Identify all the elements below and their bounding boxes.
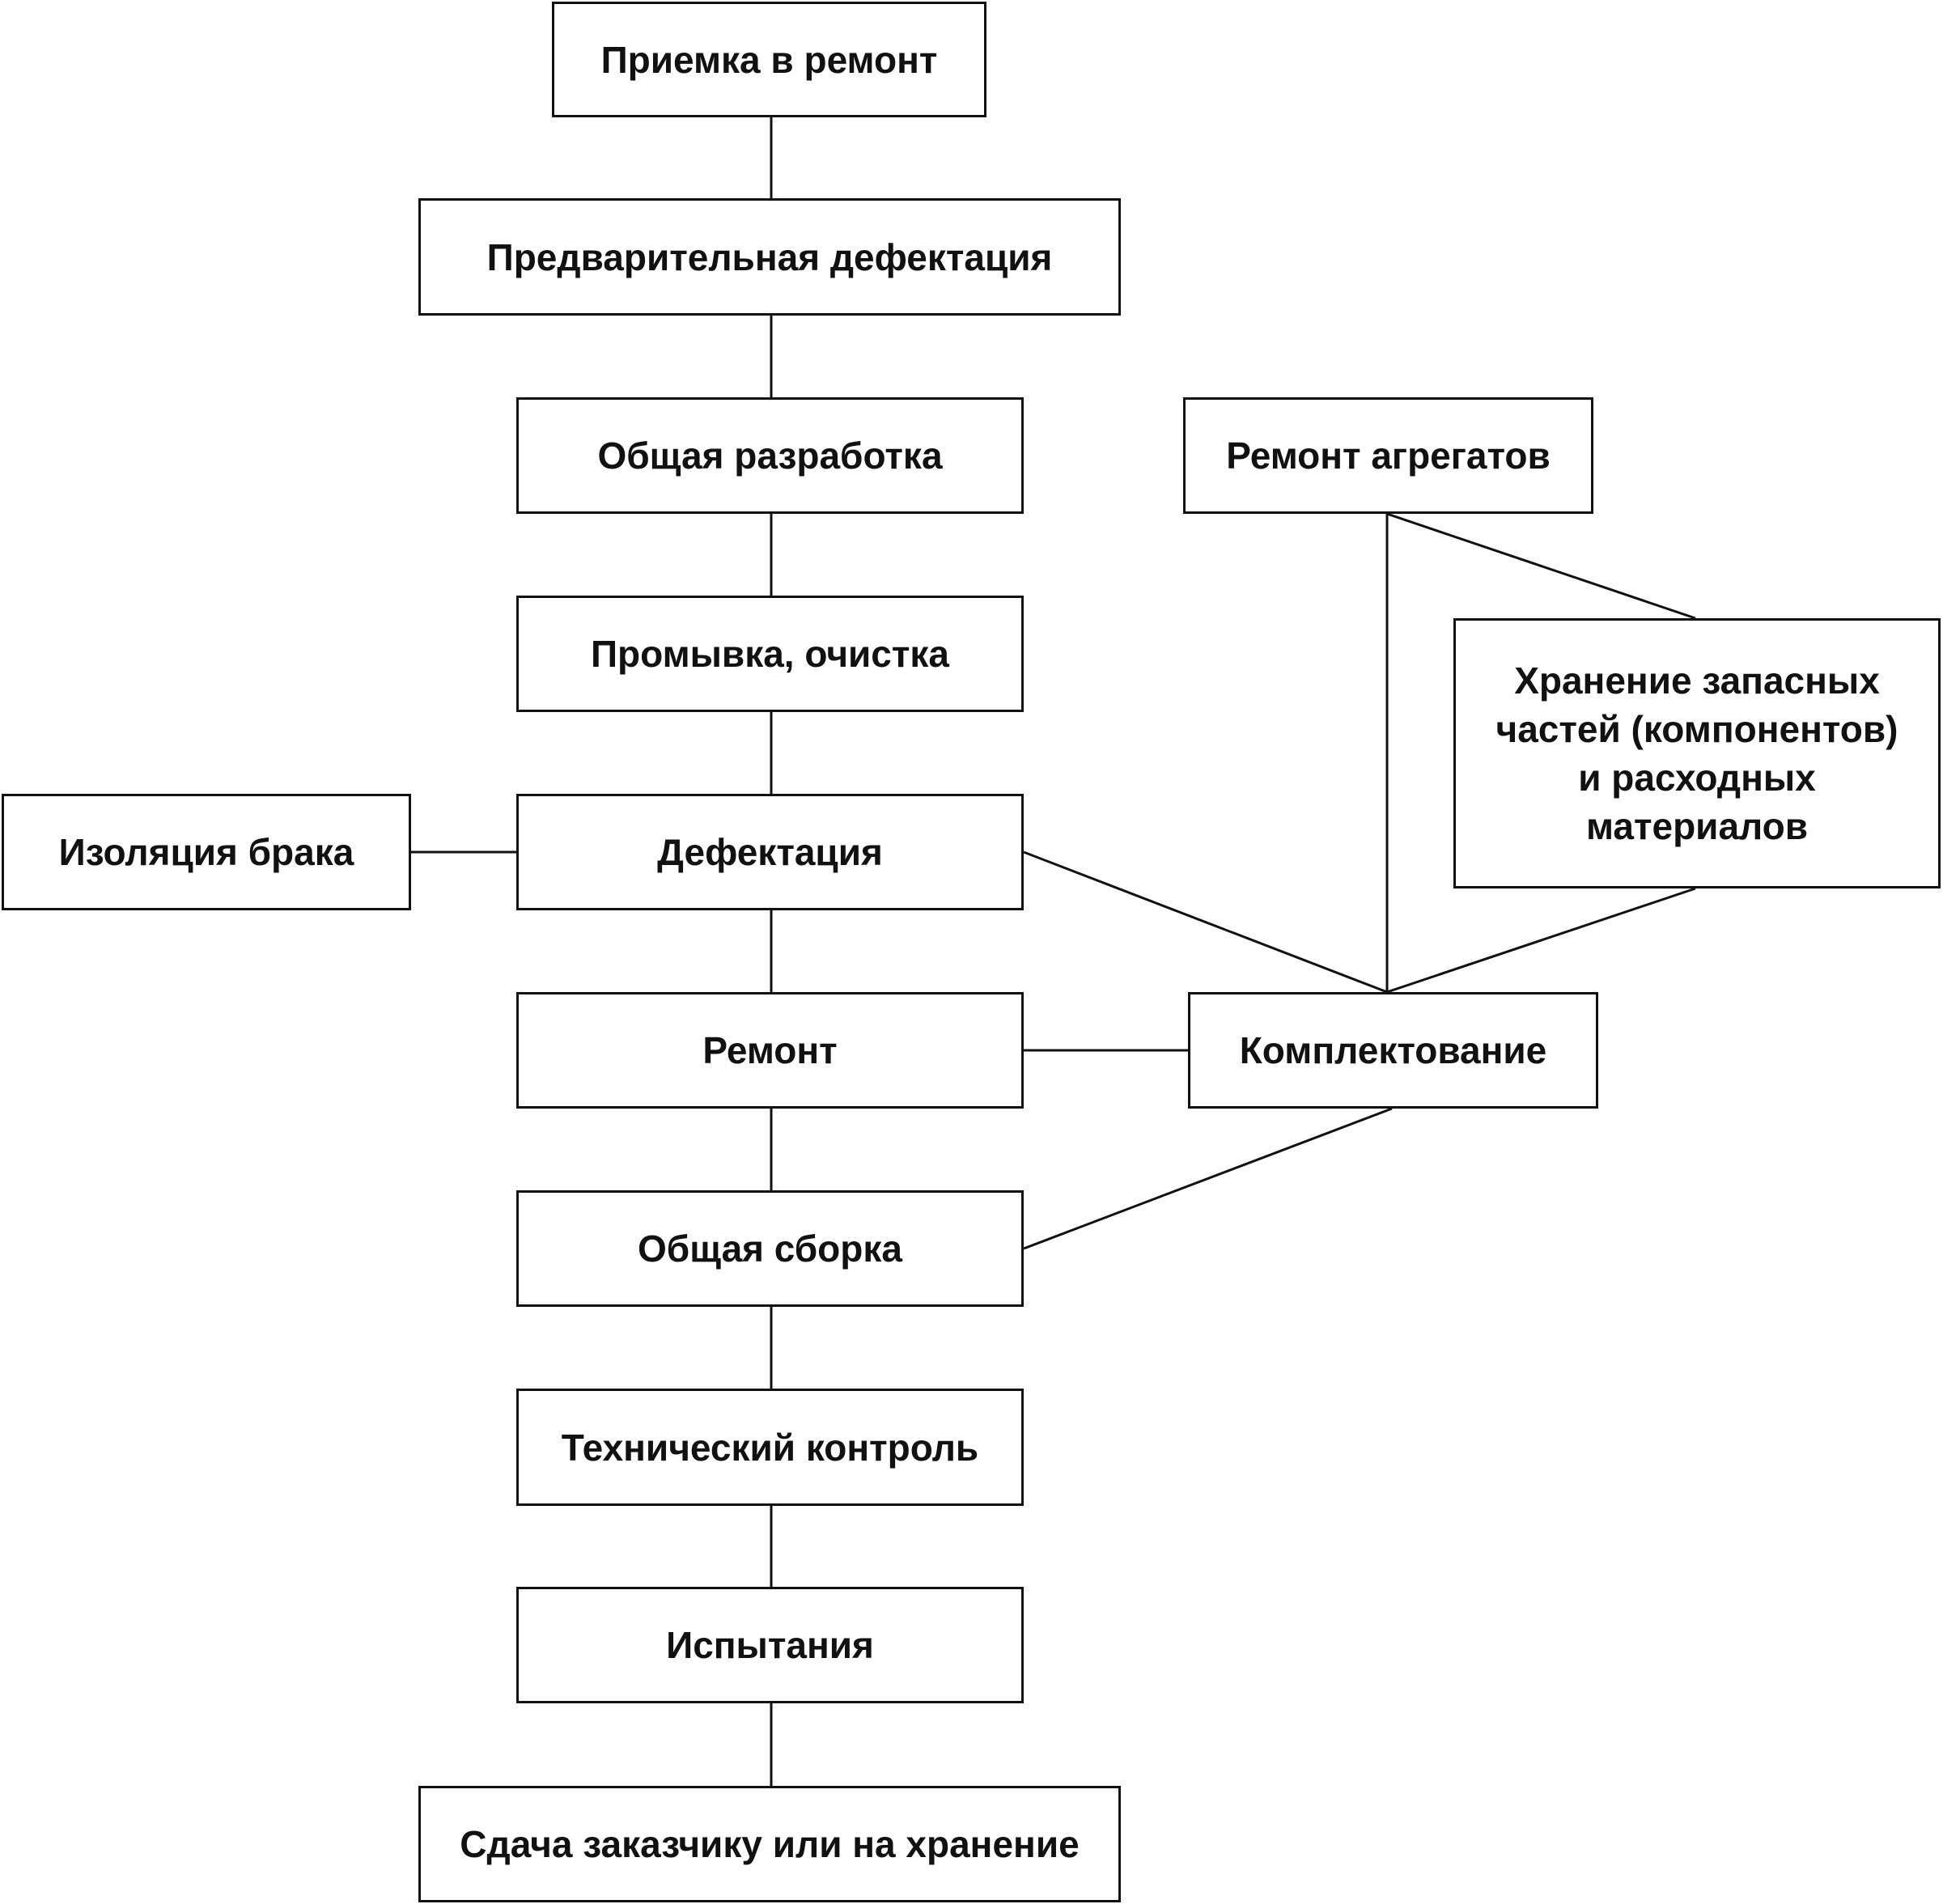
edge-komp-n7 — [1023, 1107, 1393, 1250]
node-label-line: частей (компонентов) — [1495, 708, 1898, 750]
node-general-assembly: Общая сборка — [516, 1190, 1024, 1307]
node-defect: Дефектация — [516, 794, 1024, 910]
edge-agg-stor — [1386, 512, 1696, 620]
node-acceptance: Приемка в ремонт — [552, 2, 986, 117]
node-label: Ремонт агрегатов — [1226, 435, 1551, 477]
node-label: Ремонт — [702, 1029, 838, 1071]
node-label: Изоляция брака — [58, 831, 354, 873]
node-label: Предварительная дефектация — [486, 235, 1053, 278]
edge-stor-komp — [1386, 887, 1696, 994]
node-label: Общая сборка — [638, 1228, 902, 1270]
node-label: Сдача заказчику или на хранение — [460, 1823, 1080, 1865]
node-label: Общая разработка — [597, 435, 943, 477]
node-delivery: Сдача заказчику или на хранение — [418, 1786, 1121, 1902]
node-tests: Испытания — [516, 1587, 1024, 1703]
edge-n5-komp — [1023, 850, 1388, 994]
node-label-line: материалов — [1585, 805, 1809, 847]
node-general-disassembly: Общая разработка — [516, 397, 1024, 514]
node-technical-control: Технический контроль — [516, 1389, 1024, 1506]
node-label: Дефектация — [657, 831, 883, 873]
node-kitting: Комплектование — [1188, 992, 1598, 1109]
node-preliminary-defect: Предварительная дефектация — [418, 198, 1121, 316]
node-repair: Ремонт — [516, 992, 1024, 1109]
node-unit-repair: Ремонт агрегатов — [1183, 397, 1593, 514]
node-label: Комплектование — [1239, 1029, 1547, 1071]
node-label: Испытания — [666, 1624, 874, 1666]
node-label: Технический контроль — [561, 1426, 979, 1469]
node-label-line: и расходных — [1578, 757, 1816, 799]
node-label-line: Хранение запасных — [1514, 659, 1880, 702]
node-label: Промывка, очистка — [590, 633, 950, 675]
node-washing: Промывка, очистка — [516, 596, 1024, 712]
node-spare-parts-storage: Хранение запасных частей (компонентов) и… — [1453, 618, 1941, 888]
node-defect-isolation: Изоляция брака — [2, 794, 411, 910]
node-label: Приемка в ремонт — [600, 38, 938, 81]
